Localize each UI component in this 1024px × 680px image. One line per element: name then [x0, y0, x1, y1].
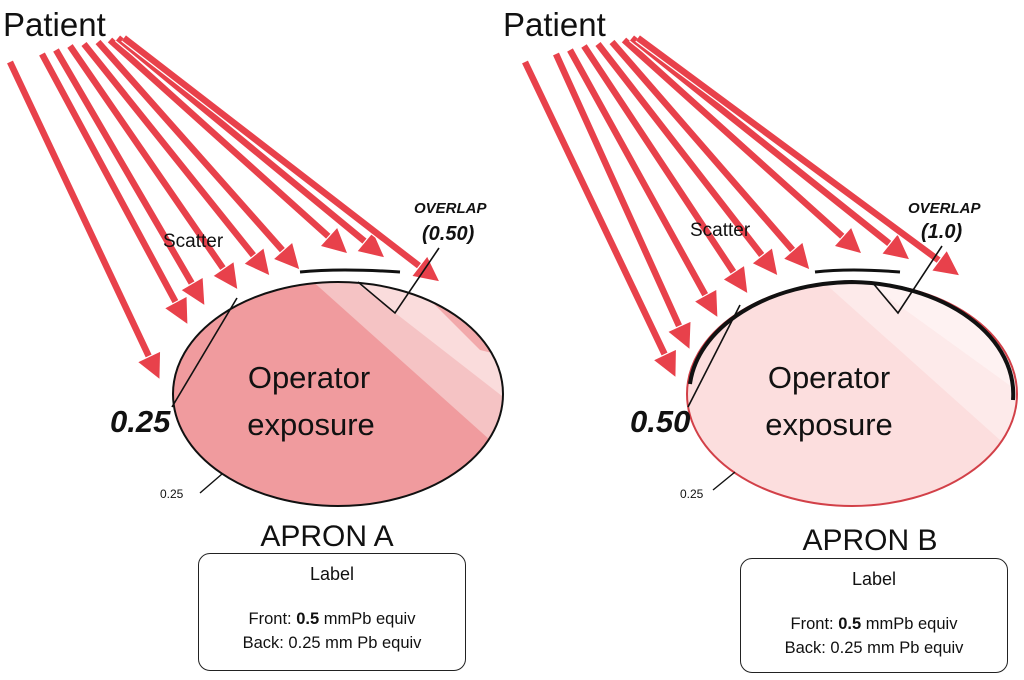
scatter-arrow-shaft-a-4 — [81, 41, 257, 258]
patient-label-b: Patient — [503, 6, 606, 43]
label-title-a: Label — [309, 564, 355, 584]
front-prefix-a: Front: — [248, 610, 297, 628]
scatter-arrow-shaft-a-7 — [115, 35, 368, 244]
scatter-arrow-head-b-1 — [666, 320, 692, 352]
scatter-arrow-shaft-a-5 — [95, 39, 286, 253]
scatter-arrow-head-a-6 — [318, 225, 349, 255]
back-spec-a: Back: 0.25 mm Pb equiv — [242, 634, 422, 652]
scatter-arrow-head-b-7 — [880, 232, 912, 261]
exposure-line1-b: Operator — [768, 360, 890, 395]
scatter-arrow-head-a-2 — [179, 275, 206, 308]
front-bold-b: 0.5 — [838, 615, 862, 633]
scatter-arrow-head-a-0 — [136, 349, 162, 382]
scatter-arrow-shaft-b-5 — [609, 39, 796, 253]
scatter-arrow-shaft-a-8 — [122, 35, 422, 269]
scatter-arrow-head-b-0 — [651, 347, 678, 380]
scatter-arrow-shaft-b-4 — [595, 42, 765, 258]
front-spec-b: Front: 0.5 mmPb equiv — [741, 612, 1007, 636]
patient-label-a: Patient — [3, 6, 106, 43]
scatter-arrow-head-b-3 — [721, 264, 749, 296]
front-spec-a: Front: 0.5 mmPb equiv — [199, 607, 465, 631]
scatter-label-a: Scatter — [163, 231, 224, 252]
scatter-arrow-head-a-7 — [355, 230, 387, 259]
overlap-value-a: (0.50) — [422, 223, 475, 245]
overlap-pointer-a — [357, 247, 440, 315]
apron-a-front-layer — [299, 268, 401, 274]
exposure-line2-b: exposure — [765, 407, 893, 442]
front-suffix-a: mmPb equiv — [319, 610, 416, 628]
label-title-b: Label — [851, 569, 897, 589]
scatter-arrow-shaft-b-0 — [522, 60, 668, 356]
front-pointer-b — [687, 304, 741, 408]
scatter-arrow-head-a-3 — [211, 260, 239, 292]
back-value-b: 0.25 — [680, 487, 704, 501]
front-bold-a: 0.5 — [296, 610, 320, 628]
scatter-arrow-head-a-5 — [271, 240, 301, 272]
scatter-arrow-head-b-6 — [832, 225, 863, 255]
label-box-b: Label Front: 0.5 mmPb equiv Back: 0.25 m… — [740, 558, 1008, 673]
apron-b-front-overlap — [814, 268, 901, 274]
scatter-arrow-shaft-b-7 — [629, 35, 892, 247]
back-value-a: 0.25 — [160, 487, 184, 501]
scatter-arrow-head-b-8 — [930, 248, 962, 277]
scatter-label-b: Scatter — [690, 220, 751, 241]
scatter-arrow-shaft-a-3 — [67, 44, 226, 271]
scatter-arrow-shaft-a-6 — [107, 37, 331, 240]
front-suffix-b: mmPb equiv — [861, 615, 958, 633]
front-pointer-a — [171, 297, 238, 408]
scatter-arrow-shaft-a-0 — [7, 60, 152, 358]
apron-b-panel: Patient Scatter OVERLAP (1.0) 0.50 0.25 … — [503, 6, 1018, 557]
back-pointer-b — [712, 471, 736, 491]
overlap-title-b: OVERLAP — [908, 200, 982, 217]
scatter-arrow-head-b-4 — [750, 246, 779, 278]
label-box-a: Label Front: 0.5 mmPb equiv Back: 0.25 m… — [198, 553, 466, 671]
back-spec-b: Back: 0.25 mm Pb equiv — [784, 639, 964, 657]
front-value-b: 0.50 — [630, 404, 690, 439]
scatter-arrow-head-a-4 — [242, 246, 271, 278]
exposure-line1-a: Operator — [248, 360, 370, 395]
scatter-arrow-shaft-b-1 — [553, 52, 683, 328]
scatter-arrow-head-b-5 — [782, 240, 811, 272]
overlap-pointer-b — [871, 245, 943, 315]
scatter-arrow-head-b-2 — [692, 287, 719, 320]
scatter-arrow-shaft-b-6 — [621, 37, 845, 240]
scatter-arrow-shaft-b-8 — [636, 35, 942, 264]
apron-b-front-layer — [688, 279, 1016, 401]
back-pointer-a — [199, 473, 223, 494]
overlap-value-b: (1.0) — [921, 221, 962, 243]
exposure-line2-a: exposure — [247, 407, 375, 442]
apron-a-title: APRON A — [260, 520, 393, 553]
scatter-arrows-b — [520, 34, 962, 380]
front-prefix-b: Front: — [790, 615, 839, 633]
scatter-arrow-shaft-b-3 — [581, 44, 737, 275]
overlap-title-a: OVERLAP — [414, 200, 488, 217]
apron-b-title: APRON B — [802, 524, 937, 557]
scatter-arrows-a — [5, 34, 442, 382]
scatter-arrow-shaft-a-1 — [39, 52, 179, 304]
front-value-a: 0.25 — [110, 404, 171, 439]
scatter-arrow-head-a-1 — [163, 294, 189, 327]
scatter-arrow-shaft-a-2 — [53, 48, 195, 286]
apron-a-outline — [172, 281, 504, 507]
apron-a-panel: Patient Scatter OVERLAP (0.50) 0.25 0.25… — [3, 6, 504, 553]
scatter-arrow-shaft-b-2 — [567, 48, 709, 297]
